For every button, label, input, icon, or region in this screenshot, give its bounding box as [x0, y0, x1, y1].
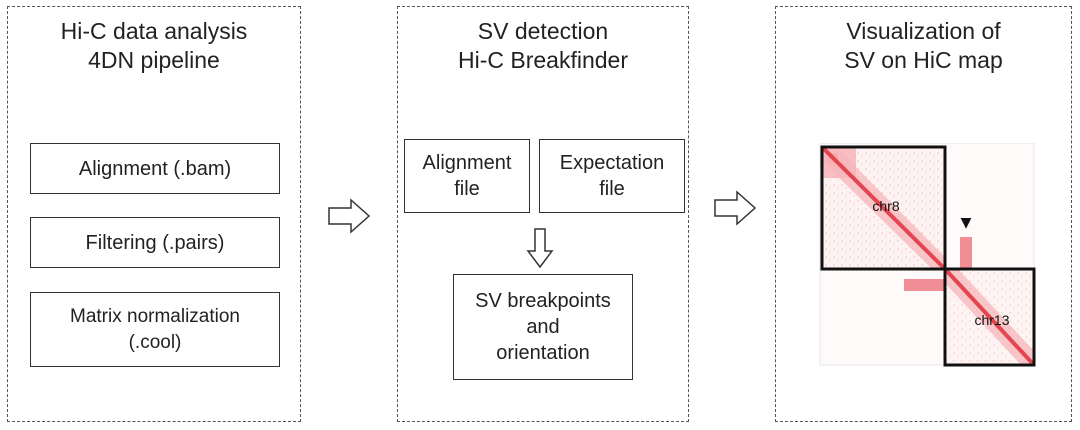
- sv-signal-upper: [960, 237, 972, 269]
- panel-title-line: SV detection: [477, 18, 609, 44]
- box-label: Filtering (.pairs): [85, 231, 225, 254]
- chr13-diagonal-line: [943, 267, 1036, 367]
- arrow-down-icon: [526, 228, 554, 269]
- box-label: file: [454, 178, 480, 200]
- alignment-bam-box: Alignment (.bam): [30, 143, 280, 194]
- arrow-right-icon: [714, 190, 757, 226]
- panel-title-line: SV on HiC map: [844, 47, 1003, 73]
- sv-breakpoints-box: SV breakpoints and orientation: [453, 274, 633, 380]
- box-label: SV breakpoints: [475, 290, 611, 312]
- panel-title-line: Hi-C Breakfinder: [458, 47, 628, 73]
- panel-title: Visualization of SV on HiC map: [776, 17, 1071, 75]
- panel-title-line: Visualization of: [846, 18, 1001, 44]
- box-label: file: [599, 178, 625, 200]
- box-label: Alignment: [422, 152, 512, 174]
- sv-marker-icon: ▼: [961, 215, 972, 231]
- panel-title-line: 4DN pipeline: [88, 47, 220, 73]
- panel-hic-analysis: Hi-C data analysis 4DN pipeline Alignmen…: [7, 6, 301, 422]
- chr8-block-border: [820, 145, 947, 271]
- panel-sv-detection: SV detection Hi-C Breakfinder Alignment …: [397, 6, 689, 422]
- expectation-file-box: Expectation file: [539, 139, 685, 213]
- chr8-diagonal-line: [820, 145, 947, 271]
- panel-title: SV detection Hi-C Breakfinder: [398, 17, 688, 75]
- box-label: and: [526, 316, 560, 338]
- hic-contact-map: ▼ chr8 chr13: [819, 143, 1036, 367]
- panel-visualization: Visualization of SV on HiC map: [775, 6, 1072, 422]
- chr13-block-border: [943, 267, 1036, 367]
- matrix-normalization-box: Matrix normalization (.cool): [30, 292, 280, 367]
- filtering-pairs-box: Filtering (.pairs): [30, 217, 280, 268]
- panel-title: Hi-C data analysis 4DN pipeline: [8, 17, 300, 75]
- box-label: orientation: [496, 342, 590, 364]
- box-label: Matrix normalization: [70, 305, 240, 327]
- arrow-right-icon: [328, 198, 371, 234]
- box-label: Alignment (.bam): [78, 157, 232, 180]
- alignment-file-box: Alignment file: [404, 139, 530, 213]
- box-label: (.cool): [128, 331, 182, 353]
- panel-title-line: Hi-C data analysis: [60, 18, 248, 44]
- box-label: Expectation: [559, 152, 665, 174]
- chr13-label: chr13: [974, 312, 1009, 328]
- sv-signal-lower: [904, 279, 944, 291]
- chr8-label: chr8: [872, 198, 899, 214]
